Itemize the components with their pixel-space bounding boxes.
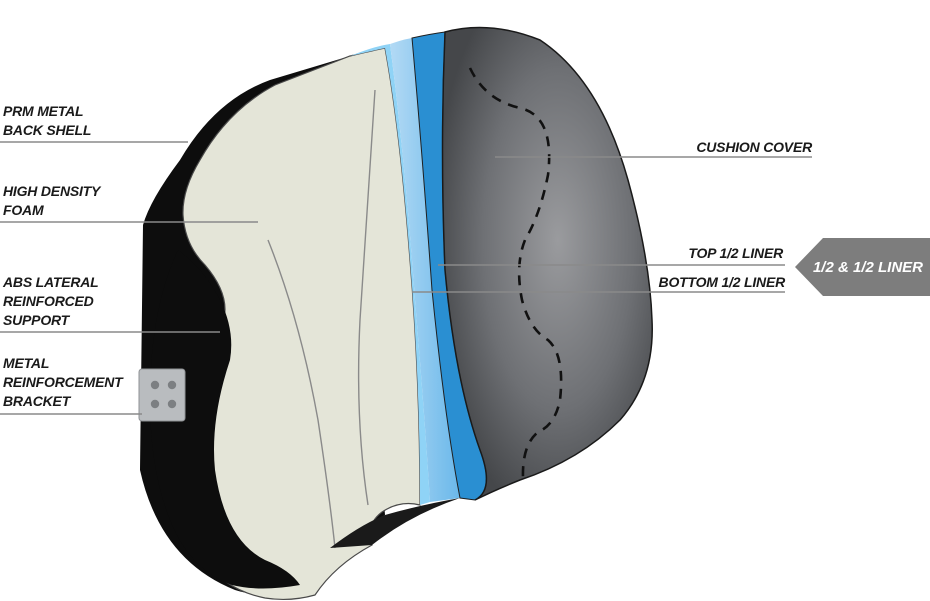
metal-reinforcement-bracket [138, 368, 186, 422]
foam-layer [179, 47, 421, 601]
foam-contour [267, 239, 336, 549]
top-liner-light-band [350, 44, 430, 505]
label-back-shell: PRM METAL BACK SHELL [3, 103, 91, 138]
abs-lateral-support [150, 250, 300, 589]
label-bracket: METAL REINFORCEMENT BRACKET [3, 355, 126, 409]
label-foam: HIGH DENSITY FOAM [3, 183, 104, 218]
label-top-liner: TOP 1/2 LINER [688, 245, 784, 261]
top-liner-band [385, 38, 460, 502]
cover-stitch-line [468, 67, 563, 479]
base-shadow [330, 498, 460, 548]
cushion-cover [441, 26, 653, 501]
svg-text:1/2 & 1/2 LINER: 1/2 & 1/2 LINER [813, 259, 923, 276]
label-abs-support: ABS LATERAL REINFORCED SUPPORT [2, 274, 102, 328]
foam-contour-2 [357, 89, 376, 506]
label-bottom-liner: BOTTOM 1/2 LINER [659, 274, 787, 290]
label-cushion-cover: CUSHION COVER [696, 139, 813, 155]
liner-badge: 1/2 & 1/2 LINER [795, 238, 930, 296]
